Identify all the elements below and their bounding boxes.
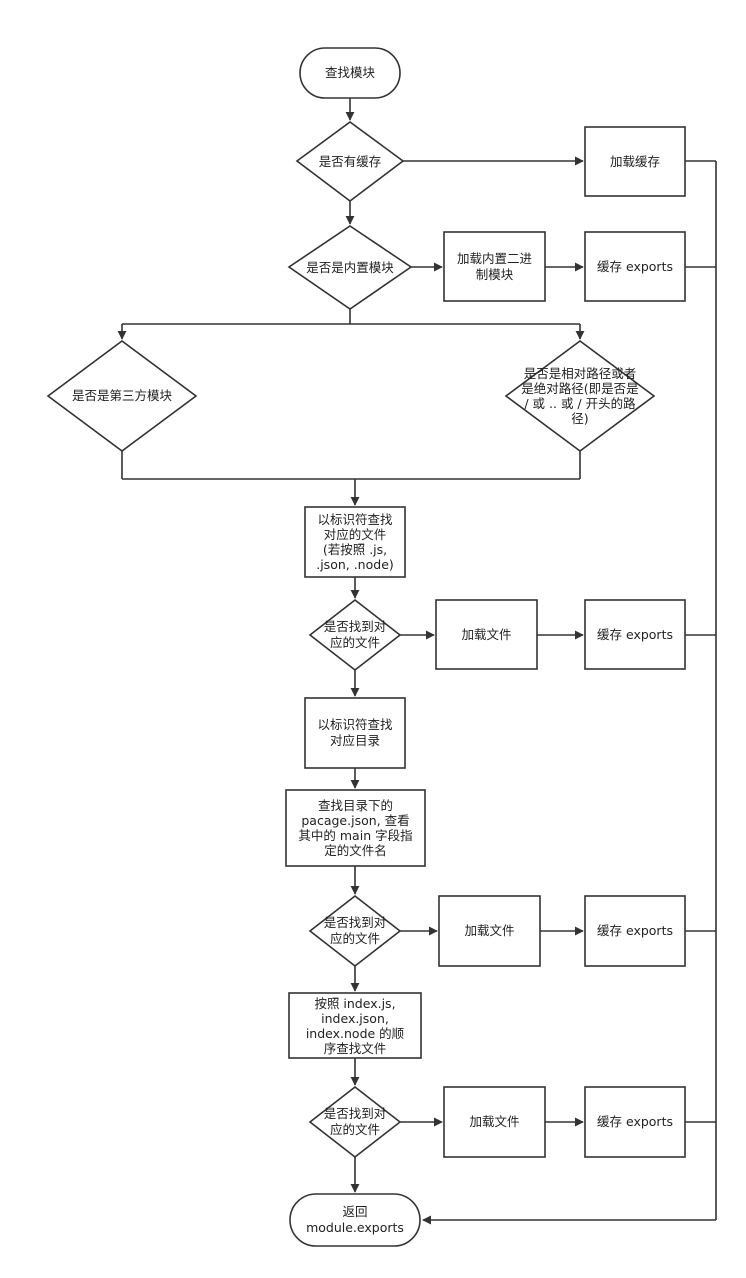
start-terminal — [299, 47, 401, 99]
cache-exports-1-process — [584, 231, 686, 302]
found-file-2-label: 是否找到对 应的文件 — [323, 915, 387, 946]
load-builtin-process — [443, 231, 546, 302]
start-label: 查找模块 — [324, 65, 375, 80]
cache-exports-4-label: 缓存 exports — [597, 1114, 673, 1129]
find-package-process — [285, 789, 426, 867]
cache-exports-4-process — [584, 1086, 686, 1158]
find-file-label: 以标识符查找 对应的文件 (若按照 .js, .json, .node) — [316, 512, 394, 572]
is-third-party-label: 是否是第三方模块 — [71, 388, 172, 403]
load-file-3-label: 加载文件 — [469, 1114, 520, 1129]
is-path-label: 是否是相对路径或者 是绝对路径(即是否是 / 或 .. 或 / 开头的路 径) — [521, 366, 639, 426]
found-file-2-decision — [308, 894, 402, 968]
has-cache-decision — [295, 121, 405, 203]
cache-exports-2-label: 缓存 exports — [597, 626, 673, 642]
load-file-2-label: 加载文件 — [464, 923, 515, 938]
find-dir-process — [304, 697, 406, 769]
load-cache-label: 加载缓存 — [609, 153, 660, 169]
cache-exports-2-process — [584, 599, 686, 670]
is-builtin-label: 是否是内置模块 — [306, 259, 394, 275]
load-file-2-process — [438, 895, 541, 967]
found-file-1-label: 是否找到对 应的文件 — [323, 619, 387, 650]
found-file-3-decision — [308, 1085, 402, 1159]
load-cache-process — [584, 126, 686, 197]
end-label: 返回 module.exports — [306, 1204, 404, 1235]
cache-exports-3-process — [584, 895, 686, 967]
find-index-process — [288, 992, 422, 1059]
is-path-decision — [504, 340, 656, 452]
find-file-process — [304, 506, 406, 578]
connectors — [117, 98, 717, 1225]
is-third-party-decision — [46, 340, 198, 452]
is-builtin-decision — [287, 225, 413, 310]
cache-exports-3-label: 缓存 exports — [597, 923, 673, 938]
end-terminal — [289, 1193, 421, 1247]
load-file-3-process — [443, 1086, 546, 1158]
has-cache-label: 是否有缓存 — [318, 153, 382, 169]
found-file-3-label: 是否找到对 应的文件 — [323, 1106, 387, 1137]
find-package-label: 查找目录下的 pacage.json, 查看 其中的 main 字段指 定的文件… — [298, 798, 413, 858]
load-builtin-label: 加载内置二进 制模块 — [456, 250, 532, 282]
cache-exports-1-label: 缓存 exports — [597, 258, 673, 274]
load-file-1-label: 加载文件 — [461, 626, 512, 642]
find-dir-label: 以标识符查找 对应目录 — [317, 717, 393, 748]
load-file-1-process — [435, 599, 538, 670]
shapes — [46, 47, 686, 1247]
find-index-label: 按照 index.js, index.json, index.node 的顺 序… — [305, 995, 405, 1056]
found-file-1-decision — [308, 598, 402, 672]
